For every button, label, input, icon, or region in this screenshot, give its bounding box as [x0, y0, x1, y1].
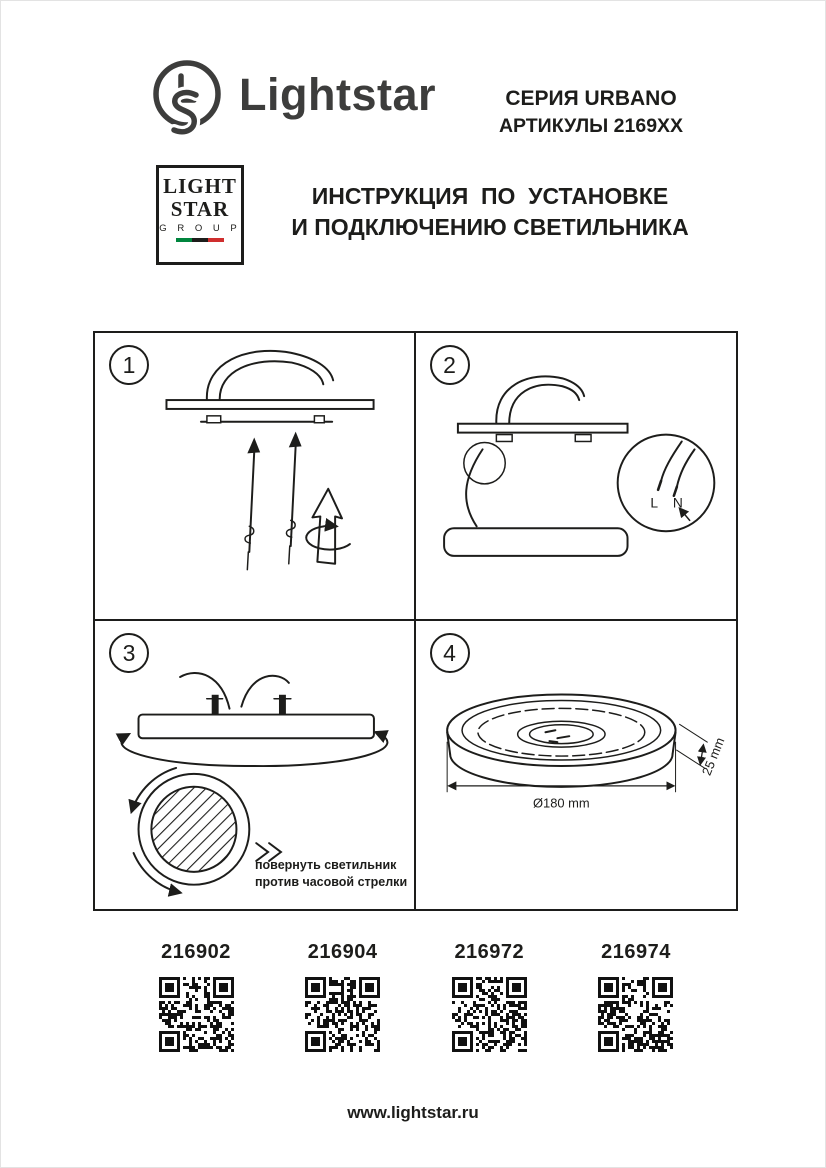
qr-code: [158, 977, 234, 1052]
step-number-badge: 3: [109, 633, 149, 673]
qr-code: [451, 977, 527, 1052]
series-block: СЕРИЯ URBANO АРТИКУЛЫ 2169XX: [471, 87, 711, 138]
step-number: 1: [122, 351, 136, 378]
step-3-panel: 3 повернуть светильник против часовой ст…: [95, 621, 416, 909]
page-title: ИНСТРУКЦИЯ ПО УСТАНОВКЕ И ПОДКЛЮЧЕНИЮ СВ…: [265, 181, 715, 243]
step-1-panel: 1: [95, 333, 416, 621]
rotate-note-line2: против часовой стрелки: [255, 875, 408, 889]
brand-wordmark: Lightstar: [239, 69, 437, 120]
article-item: 216904: [283, 941, 403, 1052]
article-list: 216902 216904 216972 216974: [136, 941, 696, 1052]
italy-flag-strip: [176, 238, 224, 242]
step-4-illustration: Ø180 mm 25 mm: [445, 693, 727, 811]
article-code: 216904: [307, 941, 378, 963]
article-range: АРТИКУЛЫ 2169XX: [498, 115, 684, 137]
step-number: 2: [443, 351, 456, 378]
step-1-illustration: [165, 349, 375, 571]
article-code: 216902: [161, 941, 231, 963]
step-2-illustration: L N: [442, 375, 715, 557]
svg-text:N: N: [672, 496, 682, 511]
article-code: 216972: [454, 941, 525, 963]
svg-text:25 mm: 25 mm: [698, 735, 727, 777]
step-number-badge: 2: [429, 345, 470, 385]
group-logo-word2: STAR: [170, 197, 230, 221]
group-logo-word1: LIGHT: [163, 174, 237, 198]
article-code: 216974: [601, 941, 671, 963]
group-logo-word3: G R O U P: [159, 223, 241, 234]
lightstar-bulb-icon: [153, 60, 221, 138]
rotate-note-line1: повернуть светильник: [255, 858, 397, 872]
lightstar-group-logo: LIGHT STAR G R O U P: [156, 165, 244, 265]
step-3-illustration: [115, 672, 389, 897]
step-number: 3: [122, 639, 136, 666]
footer-url: www.lightstar.ru: [347, 1103, 479, 1122]
page-title-line2: И ПОДКЛЮЧЕНИЮ СВЕТИЛЬНИКА: [291, 214, 689, 240]
page-title-line1: ИНСТРУКЦИЯ ПО УСТАНОВКЕ: [311, 183, 669, 209]
qr-code: [305, 977, 381, 1052]
article-item: 216974: [576, 941, 696, 1052]
step-4-panel: Ø180 mm 25 mm 4: [416, 621, 737, 909]
brand-lockup: Lightstar: [147, 55, 436, 155]
svg-text:L: L: [650, 496, 658, 511]
rotate-instruction-note: повернуть светильник против часовой стре…: [255, 857, 430, 891]
instruction-grid: 1: [93, 331, 738, 911]
step-2-panel: L N 2: [415, 333, 736, 621]
article-item: 216972: [429, 941, 549, 1052]
step-number-badge: 4: [429, 633, 470, 673]
step-number: 4: [443, 639, 456, 666]
article-item: 216902: [136, 941, 256, 1052]
svg-text:Ø180 mm: Ø180 mm: [533, 796, 590, 811]
series-name: СЕРИЯ URBANO: [505, 87, 677, 110]
step-number-badge: 1: [109, 345, 149, 385]
qr-code: [598, 977, 674, 1052]
